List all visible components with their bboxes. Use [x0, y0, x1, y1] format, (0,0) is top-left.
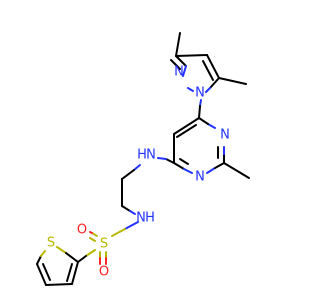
bond-n1-n2 — [187, 87, 194, 92]
atom-thiophene-s: S — [47, 236, 55, 251]
bond-pym-n3-c2-b — [214, 162, 225, 169]
bond-s-o-left-dbl — [89, 237, 96, 242]
atom-sulfonyl-s: S — [100, 237, 108, 252]
bond-pym-c4-n3 — [173, 162, 185, 170]
bond-thio-c3-c4 — [45, 283, 73, 286]
bond-c4-c5 — [206, 54, 220, 79]
bond-n-s-b — [111, 228, 126, 237]
bond-s-thio-c2-a — [85, 249, 96, 257]
bond-pym-c2-methyl — [223, 162, 250, 179]
bond-pym-n1-c6-a — [207, 123, 216, 129]
bond-c5-n1-b — [205, 87, 211, 93]
bond-pym-n3-c2-a — [206, 167, 216, 174]
bond-nh-ch2-b — [121, 169, 135, 180]
bond-thio-c5-s-a — [36, 255, 42, 265]
bond-s-thio-c2-b — [77, 255, 87, 263]
bond-thio-c5-s-b — [40, 250, 46, 257]
atom-amine-n: N — [146, 148, 156, 163]
bond-thio-s-c2-b — [65, 252, 79, 263]
bond-c4-c5-dbl — [202, 60, 214, 81]
atom-amine-h: H — [137, 148, 147, 163]
bond-thio-s-c2-a — [56, 246, 67, 254]
atom-pyrazole-n2: N — [174, 65, 184, 80]
bond-thio-c2-c3 — [71, 261, 79, 285]
bond-c4-nh-b — [157, 157, 167, 160]
molecule-structure-canvas: N N N N H N N H S O O S — [36, 32, 250, 286]
atom-sulfonamide-h: H — [145, 211, 155, 226]
bond-c3-n2-b — [182, 65, 187, 77]
bond-c3-n2 — [175, 55, 187, 67]
bond-thio-c4-c5-dbl — [42, 263, 51, 281]
bond-pym-n1-c6-b — [198, 117, 209, 125]
bond-ch2-n-a — [121, 205, 131, 212]
bond-nh-ch2-a — [133, 164, 141, 171]
bond-methyl-c3 — [175, 32, 181, 57]
atom-pyrimidine-n-bottom: N — [195, 170, 205, 185]
bond-pym-c6-c5 — [173, 117, 200, 135]
bond-thio-c4-c5 — [36, 263, 47, 286]
bond-pym-c4-n3-b — [183, 168, 193, 174]
atom-pyrimidine-n-top: N — [220, 128, 230, 143]
bond-n1-c6-a — [199, 99, 202, 107]
bond-n-s-a — [124, 221, 139, 230]
bond-n1-c6-b — [198, 105, 201, 119]
bond-ch2-n-b — [129, 210, 136, 215]
bond-thio-c2-c3-dbl — [66, 263, 73, 282]
bond-s-o-left-b — [89, 231, 93, 234]
molecule-structure-svg: N N N N H N N H S O O S — [36, 32, 250, 286]
atom-sulfonamide-n: N — [136, 211, 146, 226]
atom-pyrazole-n1: N — [195, 86, 205, 101]
bond-c5-methyl — [218, 77, 247, 85]
atom-oxygen-left: O — [77, 223, 87, 238]
bond-pym-c6-c5-dbl — [176, 124, 197, 138]
bond-c4-nh — [165, 158, 175, 164]
bond-c5-n1 — [209, 77, 220, 89]
bond-c3-c4 — [175, 54, 208, 57]
atom-oxygen-right: O — [99, 265, 109, 280]
bond-c3-n2-dbl — [170, 59, 181, 70]
bond-pym-c4-n3-dbl — [179, 158, 189, 165]
